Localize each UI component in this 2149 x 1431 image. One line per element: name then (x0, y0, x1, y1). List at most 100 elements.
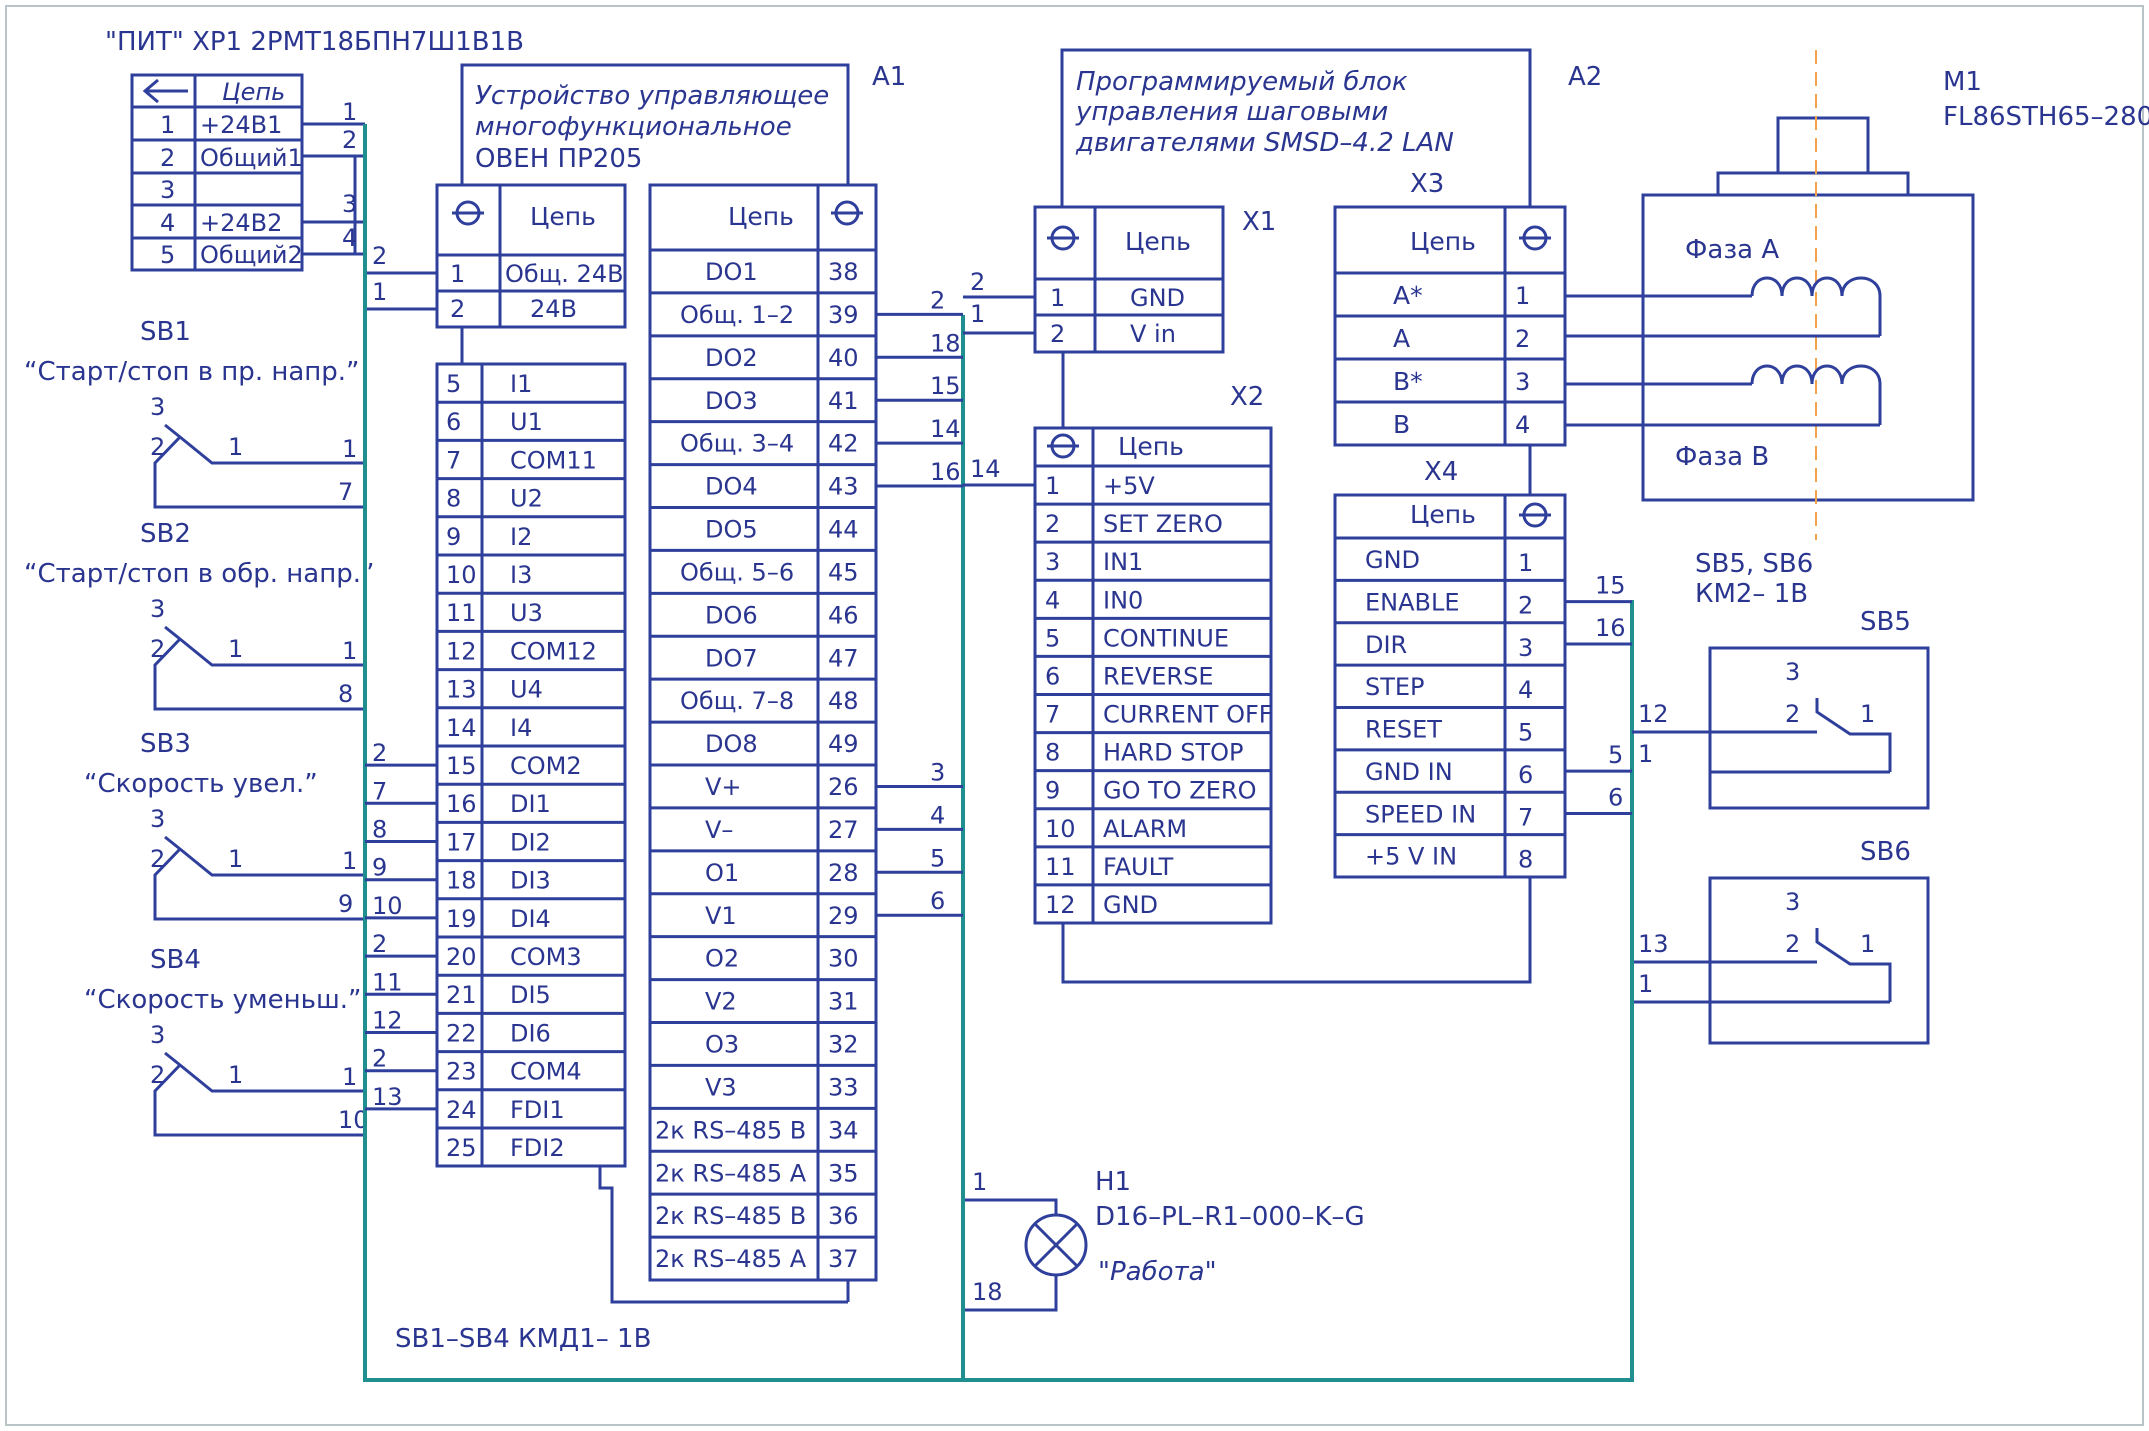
wire-label: 2 (372, 1045, 387, 1073)
a1-pin: 35 (828, 1159, 859, 1187)
wire-label: 14 (970, 455, 1001, 483)
a1-circuit: U4 (510, 676, 543, 704)
a1-pin: 42 (828, 430, 859, 458)
a1-circuit: DO7 (705, 644, 758, 672)
a1-pin: 12 (446, 637, 477, 665)
a1-pin: 46 (828, 601, 859, 629)
a1-circuit: 2к RS–485 B (655, 1202, 806, 1230)
a1-circuit: I4 (510, 714, 532, 742)
a1-circuit: I2 (510, 523, 532, 551)
wire-label: 1 (342, 1063, 357, 1091)
a1-pin: 17 (446, 828, 477, 856)
switch-pin: 3 (150, 595, 165, 623)
x2-circuit: SET ZERO (1103, 510, 1223, 538)
lamp-ref: Н1 (1095, 1167, 1131, 1197)
a1-pin: 49 (828, 730, 859, 758)
lamp-name: "Работа" (1098, 1257, 1217, 1287)
x2-pin: 11 (1045, 853, 1076, 881)
a1-pin: 32 (828, 1031, 859, 1059)
xp1-circuit: +24В1 (200, 111, 282, 139)
a1-pin: 2 (450, 295, 465, 323)
wire-label: 1 (342, 435, 357, 463)
a1-circuit: O1 (705, 859, 739, 887)
switch-pin: 2 (150, 1061, 165, 1089)
wire-label: 16 (1595, 614, 1626, 642)
x3-circuit: A* (1393, 281, 1423, 310)
x4-pin: 6 (1518, 761, 1533, 789)
a1-pin: 25 (446, 1134, 477, 1162)
switch-pin: 3 (150, 805, 165, 833)
a1-title-line: ОВЕН ПР205 (475, 144, 642, 174)
switch-pin: 1 (228, 635, 243, 663)
xp1-pin: 3 (160, 176, 175, 204)
a1-circuit: DI5 (510, 981, 551, 1009)
xp1-header: Цепь (222, 78, 285, 106)
a1-title-line: Устройство управляющее (475, 81, 829, 111)
switch-ref: SB4 (150, 945, 201, 975)
a1-pin: 44 (828, 516, 859, 544)
a1-pin: 23 (446, 1058, 477, 1086)
a2-title-line: управления шаговыми (1075, 97, 1388, 127)
xp1-circuit: +24В2 (200, 209, 282, 237)
a1-pin: 22 (446, 1019, 477, 1047)
a1-circuit: U2 (510, 485, 543, 513)
a1-pin: 16 (446, 790, 477, 818)
a2-title-line: Программируемый блок (1076, 67, 1408, 97)
switch-sb6[interactable]: SB6 3 2 1 (1632, 837, 1930, 1045)
a1-circuit: Общ. 5–6 (680, 558, 794, 586)
switch-sb5[interactable]: SB5 3 2 1 (1708, 607, 1930, 810)
x3-pin: 1 (1515, 282, 1530, 310)
a1-pin: 5 (446, 370, 461, 398)
x1-header: Цепь (1125, 227, 1191, 256)
a1-pin: 43 (828, 473, 859, 501)
x2-pin: 7 (1045, 701, 1060, 729)
lamp-model: D16–PL–R1–000–K–G (1095, 1202, 1365, 1232)
x2-circuit: CONTINUE (1103, 624, 1229, 652)
a1-pin: 27 (828, 816, 859, 844)
wire-label: 6 (930, 887, 945, 915)
x2-circuit: CURRENT OFF (1103, 701, 1273, 729)
a1-header: Цепь (728, 202, 794, 231)
x2-ref: Х2 (1230, 382, 1264, 412)
x2-pin: 5 (1045, 624, 1060, 652)
x3-circuit: B (1393, 410, 1410, 439)
switch-name: “Старт/стоп в обр. напр.” (24, 559, 374, 589)
x1-pin: 1 (1050, 284, 1065, 312)
x1-circuit: V in (1130, 320, 1176, 348)
x1-ref: Х1 (1242, 207, 1276, 237)
x2-pin: 12 (1045, 891, 1076, 919)
lamp-icon (1024, 1213, 1088, 1277)
motor-m1: М1 FL86STH65–2808F Фаза А Фаза В (1565, 50, 2149, 540)
a1-circuit: DO6 (705, 601, 758, 629)
x4-circuit: GND (1365, 546, 1420, 574)
a1-circuit: Общ. 24В (505, 260, 624, 288)
wire-label: 1 (970, 300, 985, 328)
a1-circuit: I1 (510, 370, 532, 398)
x4-pin: 2 (1518, 591, 1533, 619)
switch-pin: 2 (1785, 700, 1800, 728)
a1-circuit: V1 (705, 902, 737, 930)
x2-circuit: FAULT (1103, 853, 1174, 881)
a2-ref: А2 (1568, 62, 1602, 92)
a1-circuit: Общ. 1–2 (680, 301, 794, 329)
a1-circuit: COM12 (510, 637, 597, 665)
footer-caption: SB1–SB4 КМД1– 1В (395, 1324, 651, 1354)
motor-model: FL86STH65–2808F (1943, 102, 2149, 132)
wire-label: 1 (1638, 740, 1653, 768)
switch-pin: 3 (1785, 888, 1800, 916)
x2-pin: 1 (1045, 472, 1060, 500)
a1-circuit: 24В (530, 295, 577, 323)
a1-pin: 8 (446, 485, 461, 513)
a1-pin: 33 (828, 1073, 859, 1101)
wire-label: 1 (972, 1168, 987, 1196)
x4-pin: 8 (1518, 846, 1533, 874)
a1-pin: 30 (828, 945, 859, 973)
switch-pin: 1 (1860, 700, 1875, 728)
wire-label: 2 (372, 930, 387, 958)
